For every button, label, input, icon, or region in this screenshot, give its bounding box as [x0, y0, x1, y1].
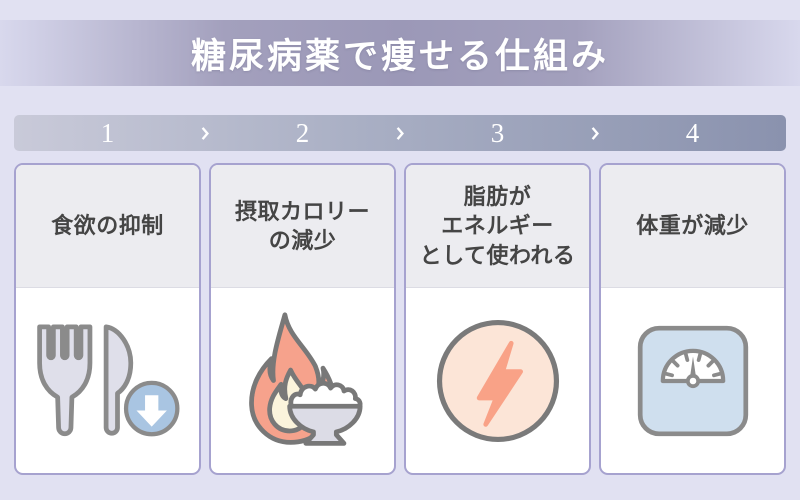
card-body: [211, 288, 394, 473]
title-banner: 糖尿病薬で痩せる仕組み: [0, 20, 800, 86]
step-card-2: 摂取カロリー の減少: [209, 163, 396, 475]
card-body: [601, 288, 784, 473]
step-card-4: 体重が減少: [599, 163, 786, 475]
step-number-3: 3: [490, 118, 505, 148]
fork-knife-arrow-down-icon: [36, 323, 179, 436]
card-header: 食欲の抑制: [16, 165, 199, 288]
energy-bolt-icon: [436, 319, 559, 442]
page-title: 糖尿病薬で痩せる仕組み: [190, 36, 609, 76]
step-card-1: 食欲の抑制: [14, 163, 201, 475]
step-cards: 食欲の抑制 摂取カロリー の減少 脂肪が: [14, 163, 786, 475]
weight-scale-icon: [637, 325, 748, 436]
card-body: [16, 288, 199, 473]
chevron-right-icon: [201, 120, 209, 147]
chevron-right-icon: [396, 120, 404, 147]
step-number-2: 2: [295, 118, 310, 148]
flame-rice-bowl-icon: [248, 312, 363, 446]
card-header: 摂取カロリー の減少: [211, 165, 394, 288]
step-bar: 1 2 3 4: [14, 115, 786, 151]
card-label-line: 脂肪が: [463, 184, 532, 210]
card-label-line: 体重が減少: [636, 213, 749, 239]
chevron-right-icon: [591, 120, 599, 147]
step-card-3: 脂肪が エネルギー として使われる: [404, 163, 591, 475]
card-header: 体重が減少: [601, 165, 784, 288]
card-label-line: エネルギー: [441, 213, 554, 239]
card-label-line: の減少: [268, 228, 337, 253]
card-body: [406, 288, 589, 473]
card-label-line: として使われる: [419, 242, 576, 268]
card-label-line: 食欲の抑制: [51, 213, 164, 239]
card-label-line: 摂取カロリー: [234, 198, 370, 224]
card-header: 脂肪が エネルギー として使われる: [406, 165, 589, 288]
step-number-1: 1: [100, 118, 115, 148]
step-number-4: 4: [685, 118, 700, 148]
